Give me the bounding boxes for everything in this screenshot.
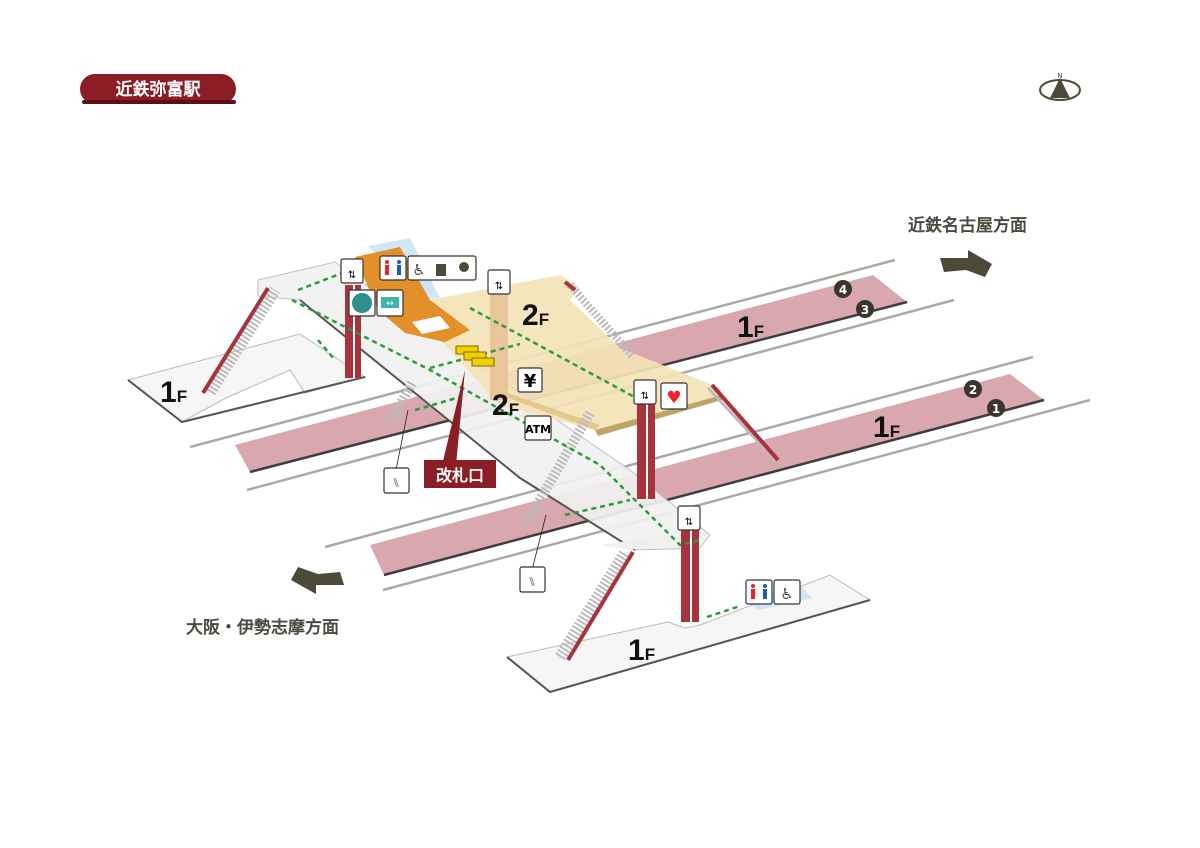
bench-icon: ⑊ bbox=[383, 409, 410, 494]
ticket-gate-callout: 改札口 bbox=[424, 370, 496, 488]
waiting-room-icon bbox=[348, 289, 376, 317]
aed-icon: ♥ bbox=[660, 382, 688, 410]
svg-text:↔: ↔ bbox=[386, 299, 394, 309]
baby-icon bbox=[459, 262, 469, 272]
compass-label: N bbox=[1057, 72, 1062, 80]
bench-icon: ⑊ bbox=[519, 514, 547, 593]
track-4-badge: 4 bbox=[834, 280, 852, 298]
elevator-icon: ⇅ bbox=[633, 379, 657, 405]
svg-text:♥: ♥ bbox=[666, 388, 681, 408]
platform-1-2 bbox=[370, 374, 1045, 577]
north-compass-icon: N bbox=[1039, 72, 1081, 101]
accessible-routes bbox=[291, 270, 741, 619]
svg-text:⑊: ⑊ bbox=[392, 476, 400, 491]
floor-label-2f-upper: 2F bbox=[522, 299, 549, 332]
wheelchair-icon: ♿ bbox=[773, 579, 801, 605]
svg-text:⇅: ⇅ bbox=[685, 517, 693, 528]
svg-text:1F: 1F bbox=[160, 376, 187, 409]
station-title-badge: 近鉄弥富駅 bbox=[80, 74, 236, 104]
svg-text:1F: 1F bbox=[873, 411, 900, 444]
track-3-badge: 3 bbox=[856, 300, 874, 318]
svg-text:⑊: ⑊ bbox=[528, 575, 536, 590]
svg-text:♿: ♿ bbox=[780, 585, 793, 603]
svg-text:1F: 1F bbox=[737, 311, 764, 344]
atm-icon: ATM bbox=[524, 415, 552, 441]
ticket-gate-label: 改札口 bbox=[436, 466, 484, 485]
restroom-icon bbox=[745, 579, 773, 605]
direction-nagoya: 近鉄名古屋方面 bbox=[908, 215, 1027, 236]
svg-text:2F: 2F bbox=[492, 389, 519, 422]
floor-label-2f-lower: 2F bbox=[492, 389, 519, 422]
elevator-icon: ⇅ bbox=[487, 269, 511, 295]
station-title: 近鉄弥富駅 bbox=[116, 79, 202, 100]
direction-osaka: 大阪・伊勢志摩方面 bbox=[186, 617, 339, 638]
arrow-left-icon bbox=[291, 567, 344, 594]
svg-text:4: 4 bbox=[839, 283, 847, 297]
svg-text:¥: ¥ bbox=[524, 371, 537, 392]
ticket-gates bbox=[455, 345, 495, 367]
svg-text:1F: 1F bbox=[628, 634, 655, 667]
stairs bbox=[201, 280, 780, 662]
svg-text:1: 1 bbox=[992, 402, 1000, 416]
ostomate-icon bbox=[436, 264, 446, 276]
track-2-badge: 2 bbox=[964, 380, 982, 398]
facilities-icons: ♿ bbox=[407, 255, 477, 281]
floor-label-left-1f: 1F bbox=[160, 376, 187, 409]
elevator-icon: ⇅ bbox=[340, 258, 364, 284]
svg-text:⇅: ⇅ bbox=[348, 270, 356, 281]
svg-text:3: 3 bbox=[861, 303, 869, 317]
svg-text:2F: 2F bbox=[522, 299, 549, 332]
restroom-icon bbox=[379, 255, 407, 281]
svg-text:⇅: ⇅ bbox=[495, 281, 503, 292]
transfer-icon: ↔ bbox=[376, 289, 404, 317]
yen-icon: ¥ bbox=[517, 367, 543, 393]
floor-label-bottom-1f: 1F bbox=[628, 634, 655, 667]
svg-text:⇅: ⇅ bbox=[641, 391, 649, 402]
floor-label-platform-lower: 1F bbox=[873, 411, 900, 444]
arrow-right-icon bbox=[940, 250, 992, 277]
left-1f-landing bbox=[126, 333, 367, 424]
wheelchair-icon: ♿ bbox=[412, 261, 425, 279]
track-1-badge: 1 bbox=[987, 399, 1005, 417]
elevator-icon: ⇅ bbox=[677, 505, 701, 531]
svg-text:ATM: ATM bbox=[525, 423, 551, 436]
floor-label-platform-upper: 1F bbox=[737, 311, 764, 344]
svg-text:2: 2 bbox=[969, 383, 977, 397]
